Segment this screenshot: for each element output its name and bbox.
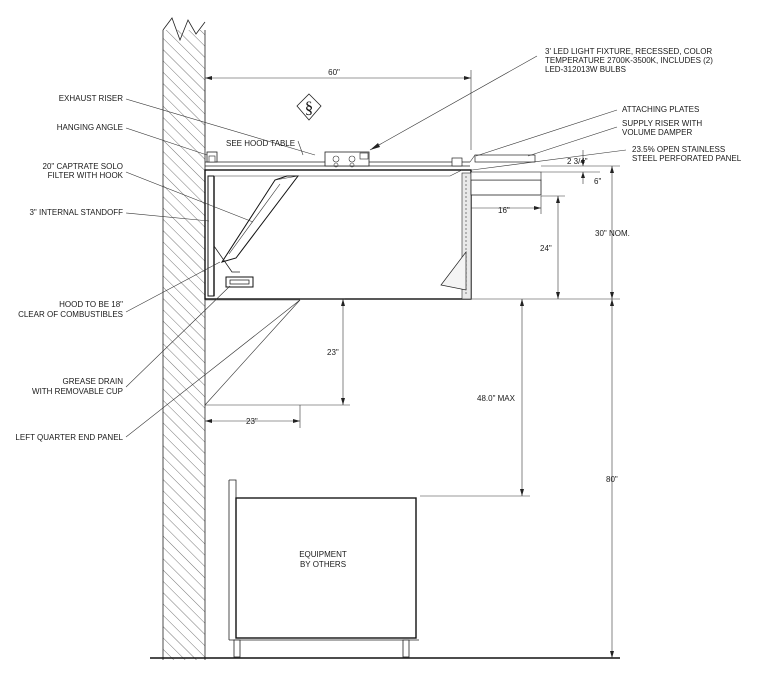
dimension-labels: 60" 2 3/4" 6" 16" 30" NOM. 24" 23" 23" 4…	[246, 68, 630, 484]
supply-riser	[451, 154, 542, 196]
leader-lines	[125, 55, 627, 438]
dimension-lines	[204, 70, 620, 658]
end-panel-label: LEFT QUARTER END PANEL	[15, 433, 123, 442]
grease-drain-label-line2: WITH REMOVABLE CUP	[32, 387, 123, 396]
left-labels: EXHAUST RISER HANGING ANGLE 20" CAPTRATE…	[15, 94, 123, 442]
standoff-label: 3" INTERNAL STANDOFF	[29, 208, 123, 217]
attaching-plates-label: ATTACHING PLATES	[622, 105, 699, 114]
see-hood-table-label: SEE HOOD TABLE	[226, 139, 295, 148]
light-fixture-label-line1: 3' LED LIGHT FIXTURE, RECESSED, COLOR	[545, 47, 712, 56]
exhaust-riser	[324, 151, 370, 168]
hanging-angle	[206, 151, 218, 163]
filter-label-line2: FILTER WITH HOOK	[48, 171, 124, 180]
dim-max-height: 48.0" MAX	[477, 394, 516, 403]
hood-body	[204, 161, 472, 300]
section-symbol: §	[305, 98, 314, 117]
equipment-label-line2: BY OTHERS	[300, 560, 346, 569]
exhaust-riser-label: EXHAUST RISER	[59, 94, 124, 103]
perforated-panel-label-line1: 23.5% OPEN STAINLESS	[632, 145, 725, 154]
perforated-panel-label-line2: STEEL PERFORATED PANEL	[632, 154, 742, 163]
dim-hood-length: 60"	[328, 68, 340, 77]
supply-riser-label-line2: VOLUME DAMPER	[622, 128, 692, 137]
light-fixture-label-line3: LED-312013W BULBS	[545, 65, 626, 74]
dim-panel-offset: 6"	[594, 177, 601, 186]
dim-supply-offset: 2 3/4"	[567, 157, 588, 166]
center-labels: SEE HOOD TABLE § EQUIPMENT BY OTHERS	[226, 93, 347, 569]
internal-standoff	[207, 175, 215, 297]
dim-overhang-vertical: 23"	[327, 348, 339, 357]
filter	[220, 175, 300, 263]
dim-supply-width: 16"	[498, 206, 510, 215]
wall	[162, 17, 206, 660]
dim-floor-height: 80"	[606, 475, 618, 484]
supply-riser-label-line1: SUPPLY RISER WITH	[622, 119, 702, 128]
grease-drain-label-line1: GREASE DRAIN	[63, 377, 124, 386]
clearance-label-line1: HOOD TO BE 18"	[59, 300, 123, 309]
right-labels: 3' LED LIGHT FIXTURE, RECESSED, COLOR TE…	[545, 47, 742, 163]
grease-trough	[213, 245, 254, 288]
dim-overhang-horizontal: 23"	[246, 417, 258, 426]
dim-hood-height: 30" NOM.	[595, 229, 630, 238]
clearance-label-line2: CLEAR OF COMBUSTIBLES	[18, 310, 123, 319]
dim-panel-height: 24"	[540, 244, 552, 253]
equipment	[228, 479, 419, 658]
filter-label-line1: 20" CAPTRATE SOLO	[43, 162, 124, 171]
section-symbol-marker	[296, 93, 322, 121]
light-fixture-label-line2: TEMPERATURE 2700K-3500K, INCLUDES (2)	[545, 56, 713, 65]
hanging-angle-label: HANGING ANGLE	[57, 123, 123, 132]
equipment-label-line1: EQUIPMENT	[299, 550, 347, 559]
